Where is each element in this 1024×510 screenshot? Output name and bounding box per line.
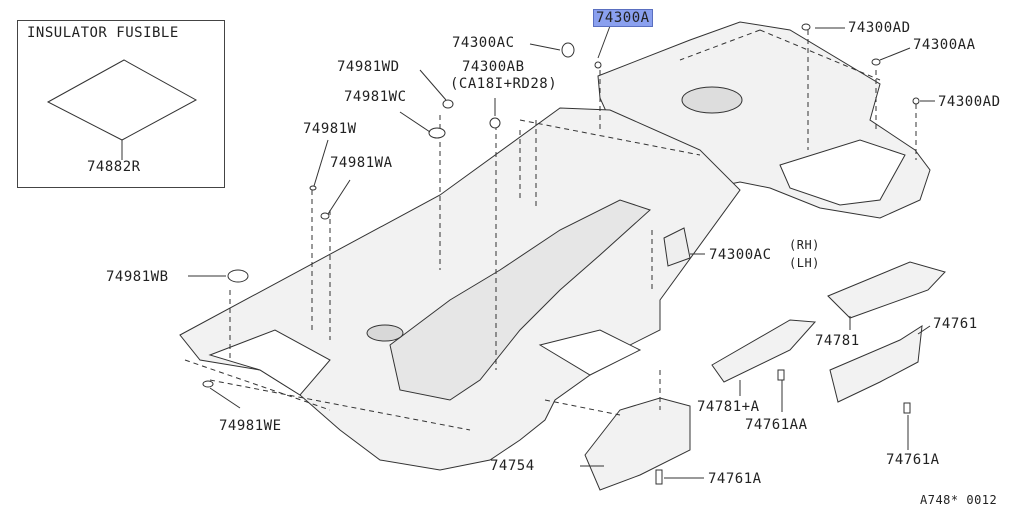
part-label-74981wc[interactable]: 74981WC — [344, 89, 407, 105]
part-label-74754[interactable]: 74754 — [490, 458, 535, 474]
part-label-74300aa[interactable]: 74300AA — [913, 37, 976, 53]
part-label-74761a-bottom[interactable]: 74761A — [708, 471, 762, 487]
part-label-74300ac-rh: (RH) — [789, 238, 820, 252]
heat-shield-74754 — [584, 397, 691, 491]
part-label-74981we[interactable]: 74981WE — [219, 418, 282, 434]
part-label-74981wa[interactable]: 74981WA — [330, 155, 393, 171]
part-label-74300ac-lh: (LH) — [789, 256, 820, 270]
grommet-74981wd — [442, 99, 454, 109]
part-label-74300ad-top[interactable]: 74300AD — [848, 20, 911, 36]
floor-hole — [366, 324, 404, 342]
plug-74300ad-top — [801, 23, 811, 31]
part-label-74300ab[interactable]: 74300AB — [462, 59, 525, 75]
insulator-diamond — [46, 59, 198, 141]
clip-74761aa — [777, 369, 785, 381]
part-label-74981wb[interactable]: 74981WB — [106, 269, 169, 285]
plug-74300ab — [489, 117, 501, 129]
part-label-74300ac-top[interactable]: 74300AC — [452, 35, 515, 51]
grommet-74981wa — [320, 212, 330, 220]
plug-74300ad-right — [912, 97, 920, 105]
part-label-74300ac-side[interactable]: 74300AC — [709, 247, 772, 263]
part-label-74300a[interactable]: 74300A — [593, 9, 653, 27]
grommet-74981wc — [428, 127, 446, 139]
part-label-74981wd[interactable]: 74981WD — [337, 59, 400, 75]
part-label-74300ab-note: (CA18I+RD28) — [450, 76, 558, 92]
diagram-code: A748* 0012 — [920, 493, 998, 507]
plug-74300a — [594, 61, 602, 69]
part-label-74781a[interactable]: 74781+A — [697, 399, 760, 415]
part-label-74981w[interactable]: 74981W — [303, 121, 357, 137]
clip-74761a-right — [903, 402, 911, 414]
front-floor-panel — [179, 107, 741, 471]
grommet-74981w — [309, 185, 317, 191]
plug-74300aa — [871, 58, 881, 66]
grommet-74981we — [202, 380, 214, 388]
spare-tire-well — [681, 86, 743, 114]
inset-title: INSULATOR FUSIBLE — [27, 25, 179, 41]
insulator-fusible-inset — [17, 20, 225, 188]
heat-shield-74761 — [829, 325, 923, 403]
grommet-74981wb — [227, 269, 249, 283]
plug-74300ac — [561, 42, 575, 58]
clip-74761a-bottom — [655, 469, 663, 485]
inset-part-label: 74882R — [87, 159, 141, 175]
part-label-74761a-right[interactable]: 74761A — [886, 452, 940, 468]
part-label-74761[interactable]: 74761 — [933, 316, 978, 332]
part-label-74300ad-right[interactable]: 74300AD — [938, 94, 1001, 110]
heat-shield-74781a — [711, 319, 817, 383]
part-label-74781[interactable]: 74781 — [815, 333, 860, 349]
center-tunnel — [389, 199, 651, 401]
pad-74300ac — [663, 227, 691, 267]
part-label-74761aa[interactable]: 74761AA — [745, 417, 808, 433]
heat-shield-74781 — [827, 261, 946, 319]
